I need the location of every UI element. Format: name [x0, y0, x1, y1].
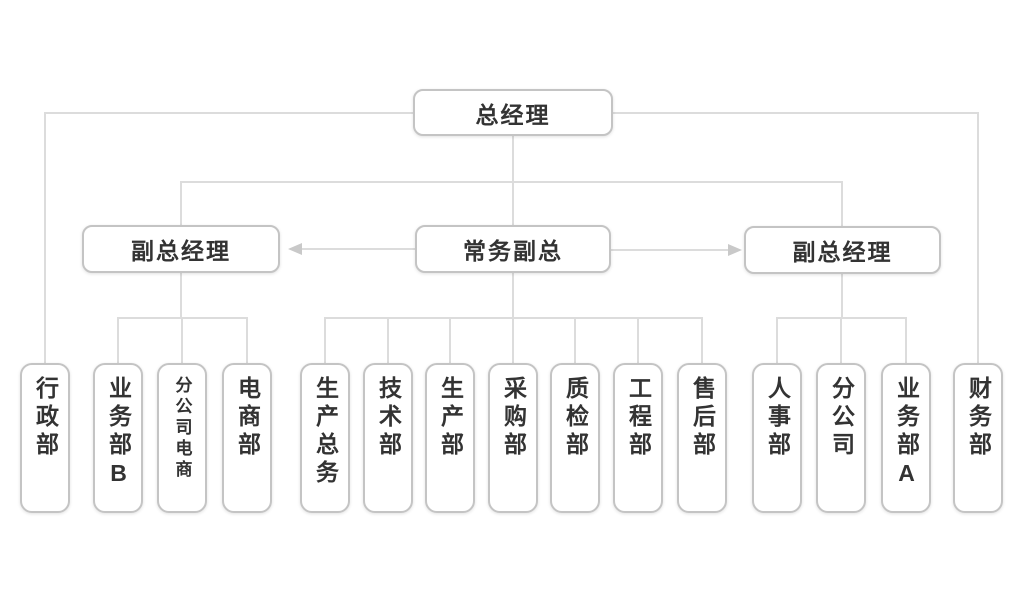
org-node-label-purchasing-dept: 采购部: [500, 376, 527, 460]
org-node-business-dept-a: 业务部A: [881, 363, 931, 513]
org-node-label-general-manager: 总经理: [475, 101, 551, 128]
org-node-production-general-affairs: 生产总务: [300, 363, 350, 513]
org-node-label-admin-dept: 行政部: [32, 376, 59, 460]
org-node-label-executive-deputy-gm: 常务副总: [463, 238, 563, 264]
org-node-label-deputy-gm-left: 副总经理: [131, 238, 231, 264]
org-node-finance-dept: 财务部: [953, 363, 1003, 513]
org-node-label-business-dept-a: 业务部A: [893, 376, 920, 491]
org-node-label-production-dept: 生产部: [437, 376, 464, 460]
org-node-label-branch-company: 分公司: [828, 376, 855, 460]
org-node-deputy-gm-right: 副总经理: [744, 226, 941, 274]
org-node-engineering-dept: 工程部: [613, 363, 663, 513]
org-node-label-production-general-affairs: 生产总务: [312, 376, 339, 488]
org-node-purchasing-dept: 采购部: [488, 363, 538, 513]
org-node-label-hr-dept: 人事部: [764, 376, 791, 460]
org-node-technology-dept: 技术部: [363, 363, 413, 513]
org-node-label-finance-dept: 财务部: [965, 376, 992, 460]
org-node-label-business-dept-b: 业务部B: [105, 376, 132, 491]
org-node-label-branch-ecommerce: 分公司电商: [172, 376, 192, 481]
org-node-label-ecommerce-dept: 电商部: [234, 376, 261, 460]
org-node-production-dept: 生产部: [425, 363, 475, 513]
org-node-business-dept-b: 业务部B: [93, 363, 143, 513]
org-node-general-manager: 总经理: [413, 89, 613, 136]
org-node-deputy-gm-left: 副总经理: [82, 225, 280, 273]
org-node-label-deputy-gm-right: 副总经理: [792, 239, 893, 265]
org-node-label-quality-inspection-dept: 质检部: [562, 376, 589, 460]
org-node-branch-ecommerce: 分公司电商: [157, 363, 207, 513]
org-node-admin-dept: 行政部: [20, 363, 70, 513]
org-node-ecommerce-dept: 电商部: [222, 363, 272, 513]
org-node-executive-deputy-gm: 常务副总: [415, 225, 611, 273]
org-node-quality-inspection-dept: 质检部: [550, 363, 600, 513]
org-node-label-engineering-dept: 工程部: [625, 376, 652, 460]
org-node-branch-company: 分公司: [816, 363, 866, 513]
org-node-label-after-sales-dept: 售后部: [689, 376, 716, 460]
org-node-hr-dept: 人事部: [752, 363, 802, 513]
org-node-after-sales-dept: 售后部: [677, 363, 727, 513]
org-node-label-technology-dept: 技术部: [375, 376, 402, 460]
